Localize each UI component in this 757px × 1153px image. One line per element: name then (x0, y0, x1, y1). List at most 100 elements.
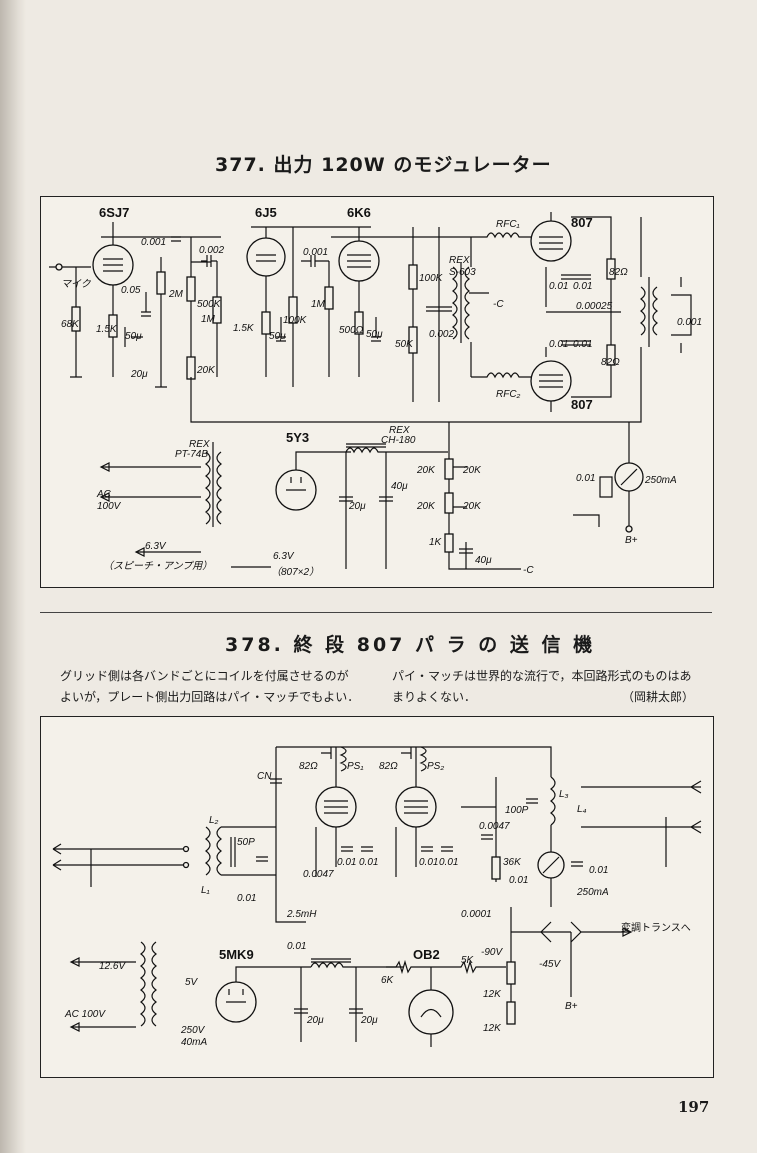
label-l2: L₂ (209, 815, 219, 826)
label-cn: CN (257, 771, 272, 782)
label-r20k-b: 20K (416, 465, 436, 476)
label-v126: 12.6V (99, 961, 126, 972)
label-c001-b: 0.01 (337, 857, 356, 868)
label-r20k-e: 20K (462, 501, 482, 512)
figure-378-description-left: グリッド側は各バンドごとにコイルを付属させるのが よいが，プレート側出力回路はパ… (60, 666, 380, 708)
label-c40u-b: 40μ (475, 555, 492, 566)
tube-label-ob2: OB2 (413, 947, 440, 962)
label-c100p: 100P (505, 805, 529, 816)
label-speech-amp: （スピーチ・アンプ用） (103, 560, 212, 572)
label-c005: 0.05 (121, 285, 141, 296)
author: （岡耕太郎） (621, 690, 694, 704)
label-r1k: 1K (429, 537, 443, 548)
label-c001-e: 0.01 (576, 473, 595, 484)
description-line: グリッド側は各バンドごとにコイルを付属させるのが (60, 669, 349, 683)
label-l1: L₁ (201, 885, 210, 896)
label-r82a: 82Ω (299, 761, 318, 772)
label-c20u-b: 20μ (360, 1015, 378, 1026)
label-c0002: 0.002 (199, 245, 224, 256)
label-r20k-c: 20K (462, 465, 482, 476)
label-ps1: PS₁ (347, 761, 364, 772)
label-rex-ch180-a: REX (389, 425, 410, 436)
label-c001-f: 0.01 (509, 875, 528, 886)
label-v250: 250V (180, 1025, 206, 1036)
modulator-schematic-svg: 6SJ7 6J5 6K6 807 807 5Y3 マイク 0.001 0.002… (49, 205, 702, 578)
label-c40u-a: 40μ (391, 481, 408, 492)
label-c00001: 0.0001 (461, 909, 492, 920)
label-c20u-b: 20μ (348, 501, 366, 512)
section-divider (40, 612, 712, 613)
label-c50u-b: 50μ (269, 331, 286, 342)
label-c0001-b: 0.001 (303, 247, 328, 258)
tube-807-b (395, 786, 437, 828)
label-v45: -45V (539, 959, 561, 970)
figure-378-description-right: パイ・マッチは世界的な流行で，本回路形式のものはあ まりよくない． （岡耕太郎） (392, 666, 712, 708)
label-r82b: 82Ω (379, 761, 398, 772)
label-rex-s603-b: S-603 (449, 267, 476, 278)
tube-label-6k6: 6K6 (347, 205, 371, 220)
label-ma40: 40mA (181, 1037, 207, 1048)
description-line: よいが，プレート側出力回路はパイ・マッチでもよい． (60, 690, 360, 704)
label-c001-c: 0.01 (359, 857, 378, 868)
label-c50p: 50P (237, 837, 255, 848)
tube-807-upper (530, 212, 572, 262)
label-r82b: 82Ω (601, 357, 620, 368)
label-r15k-b: 1.5K (233, 323, 255, 334)
label-c001-d: 0.01 (419, 857, 438, 868)
tube-label-5mk9: 5MK9 (219, 947, 254, 962)
tube-5y3 (275, 469, 317, 511)
label-c00047-b: 0.0047 (479, 821, 510, 832)
tube-ob2 (408, 989, 454, 1035)
label-r100k-a: 100K (283, 315, 308, 326)
label-r1m-a: 1M (201, 314, 216, 325)
label-v100: 100V (97, 501, 122, 512)
label-r12k-b: 12K (483, 1023, 502, 1034)
label-v5: 5V (185, 977, 199, 988)
transformer-s603 (452, 263, 470, 343)
label-c001-d: 0.01 (573, 339, 592, 350)
label-r5k: 5K (461, 955, 475, 966)
label-r36k: 36K (503, 857, 522, 868)
label-c001-b: 0.01 (573, 281, 592, 292)
label-r100k-b: 100K (419, 273, 444, 284)
label-r20k-a: 20K (196, 365, 216, 376)
tube-6k6 (338, 227, 380, 282)
tube-807-a (315, 786, 357, 828)
tube-807-lower (530, 360, 572, 412)
label-r12k-a: 12K (483, 989, 502, 1000)
label-c00047-a: 0.0047 (303, 869, 334, 880)
figure-378-title: 378. 終 段 807 パ ラ の 送 信 機 (225, 634, 596, 656)
label-c001-g: 0.01 (589, 865, 608, 876)
figure-377-schematic: 6SJ7 6J5 6K6 807 807 5Y3 マイク 0.001 0.002… (40, 196, 714, 588)
label-r68k: 68K (61, 319, 80, 330)
label-c50u-a: 50μ (125, 331, 142, 342)
label-mic: マイク (61, 278, 92, 290)
label-ma250: 250mA (576, 887, 609, 898)
label-c001-h: 0.01 (287, 941, 306, 952)
label-r2m: 2M (168, 289, 184, 300)
label-r82: 82Ω (609, 267, 628, 278)
label-rfc2: RFC₂ (496, 389, 521, 400)
label-ma250: 250mA (644, 475, 677, 486)
tube-label-807-b: 807 (571, 397, 593, 412)
tube-label-5y3: 5Y3 (286, 430, 309, 445)
figure-378-schematic: 5MK9 OB2 CN 82Ω PS₁ 82Ω PS₂ L₃ L₄ 100P L… (40, 716, 714, 1078)
label-bplus: B+ (565, 1001, 578, 1012)
label-rex-ch180-b: CH-180 (381, 435, 416, 446)
label-v807x2: （807×2） (271, 566, 319, 578)
tube-label-6j5: 6J5 (255, 205, 277, 220)
label-c0002-b: 0.002 (429, 329, 454, 340)
label-rex-pt74b-a: REX (189, 439, 210, 450)
label-l4: L₄ (577, 804, 587, 815)
label-l3: L₃ (559, 789, 569, 800)
label-mh25: 2.5mH (286, 909, 317, 920)
label-c50u-c: 50μ (366, 329, 383, 340)
label-c20u-a: 20μ (130, 369, 148, 380)
description-line: パイ・マッチは世界的な流行で，本回路形式のものはあ (392, 669, 692, 683)
tube-6j5 (246, 227, 286, 277)
label-c001-a: 0.01 (549, 281, 568, 292)
figure-377-title: 377. 出力 120W のモジュレーター (215, 154, 552, 176)
label-r6k: 6K (381, 975, 395, 986)
label-v90: -90V (481, 947, 503, 958)
label-r20k-d: 20K (416, 501, 436, 512)
